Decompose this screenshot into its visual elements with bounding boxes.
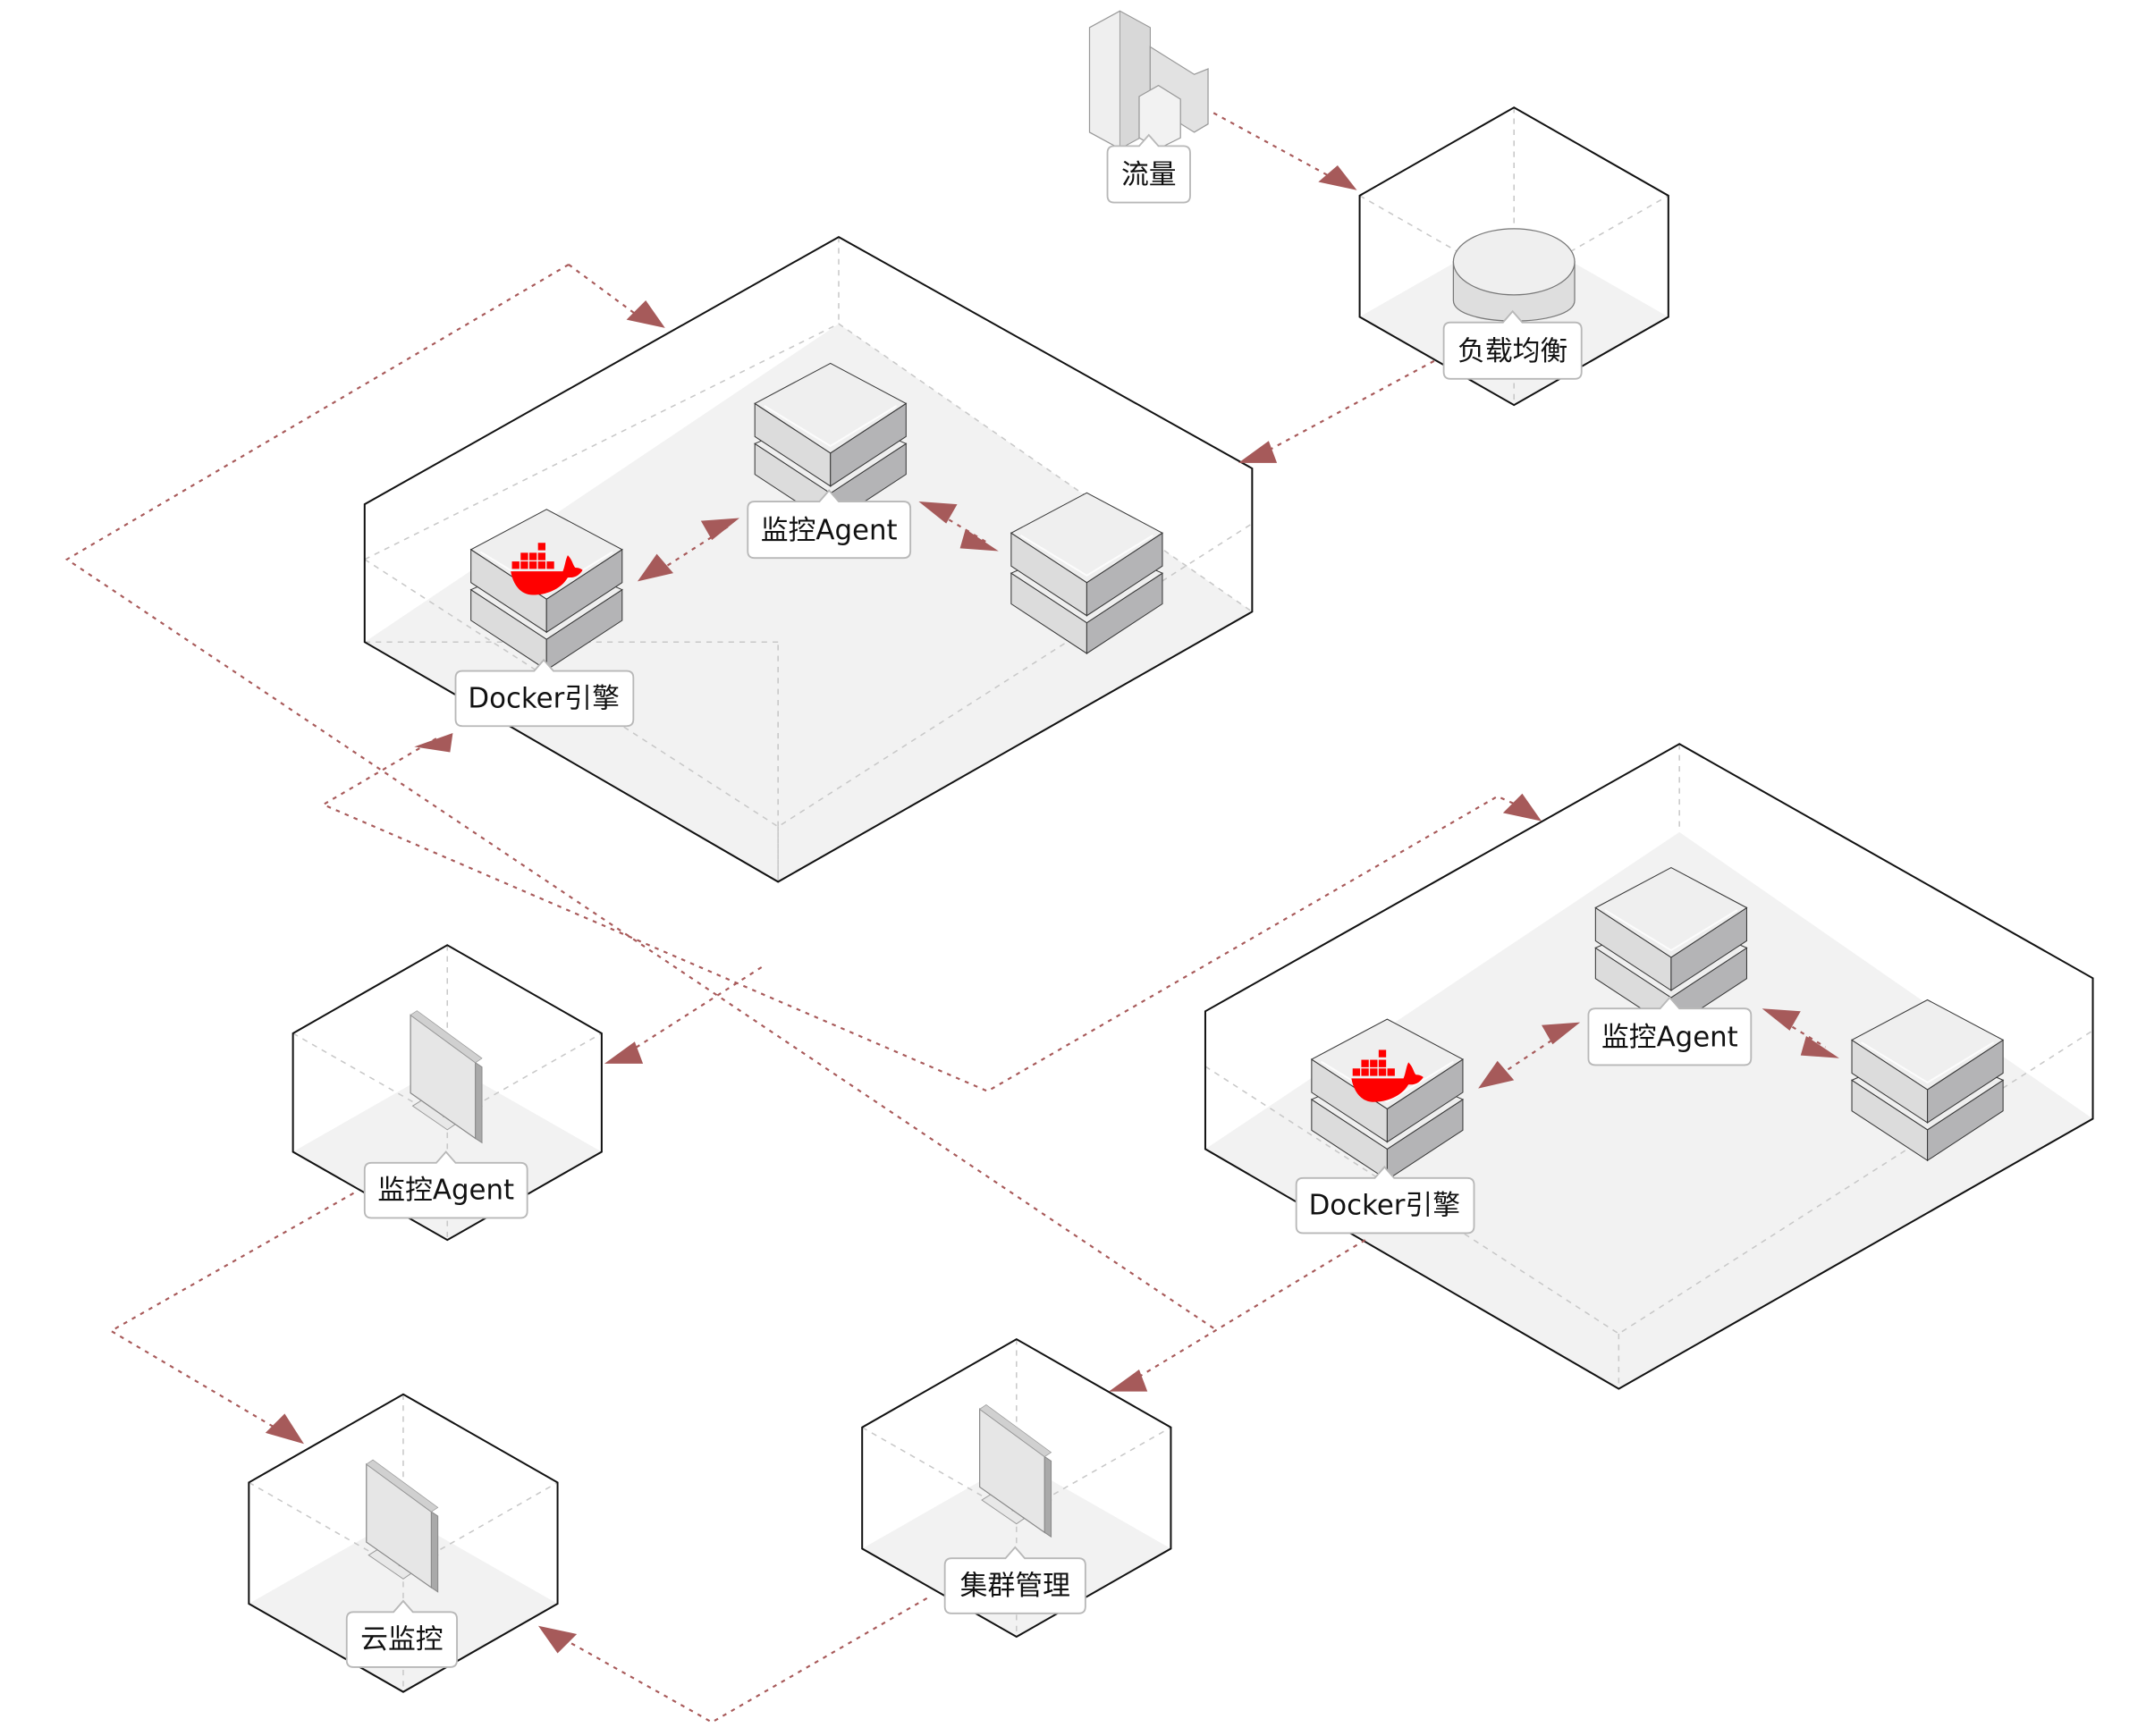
- arrowhead: [1800, 1036, 1839, 1058]
- arrowhead: [1109, 1369, 1148, 1392]
- label-load-balancer[interactable]: 负载均衡: [1442, 309, 1583, 380]
- arrowhead: [265, 1413, 304, 1445]
- label-host-agent[interactable]: 监控Agent: [363, 1150, 528, 1219]
- arrowhead: [1542, 1022, 1581, 1045]
- traffic-label: 流量: [1121, 159, 1177, 191]
- edge-lb-to-cluster1: [1260, 359, 1435, 456]
- label-c1-agent[interactable]: 监控Agent: [747, 489, 912, 560]
- arrowheads: [265, 164, 1839, 1654]
- cluster-2-container: [1204, 743, 2094, 1390]
- arrowhead: [1502, 793, 1542, 822]
- arrowhead: [1238, 441, 1278, 463]
- edge-host-to-cloud: [109, 1192, 354, 1431]
- label-traffic[interactable]: 流量: [1106, 133, 1191, 204]
- cluster-1-container: [363, 235, 1254, 883]
- c2-docker-label: Docker引擎: [1309, 1190, 1461, 1222]
- arrowhead: [918, 501, 958, 524]
- arrowhead: [626, 299, 665, 328]
- cluster-mgmt-label: 集群管理: [960, 1570, 1070, 1602]
- arrowhead: [1478, 1060, 1515, 1089]
- label-cloud-monitor[interactable]: 云监控: [345, 1599, 458, 1668]
- arrowhead: [537, 1625, 578, 1654]
- arrowhead: [604, 1041, 644, 1064]
- label-c2-agent[interactable]: 监控Agent: [1587, 996, 1753, 1066]
- edge-cluster2-to-mgmt: [1128, 1239, 1366, 1385]
- label-cluster-mgmt[interactable]: 集群管理: [943, 1546, 1086, 1614]
- load-balancer-disk-icon: [1452, 228, 1576, 322]
- edge-docker-to-cluster2: [321, 737, 1523, 1092]
- office-building-icon: [1088, 10, 1209, 150]
- arrowhead: [1318, 164, 1357, 190]
- flow-lines: [64, 112, 1827, 1723]
- arrowhead: [700, 518, 740, 541]
- edge-to-host-agent: [622, 966, 763, 1057]
- edge-traffic-to-lb: [1212, 112, 1336, 181]
- arrowhead: [959, 528, 999, 552]
- c1-agent-label: 监控Agent: [761, 514, 898, 546]
- edge-mgmt-to-cloud: [553, 1597, 928, 1723]
- label-c2-docker[interactable]: Docker引擎: [1295, 1166, 1475, 1235]
- arrowhead: [414, 732, 453, 753]
- edge-cluster1-loop: [64, 263, 1214, 1329]
- label-c1-docker[interactable]: Docker引擎: [454, 658, 635, 728]
- c2-agent-label: 监控Agent: [1601, 1022, 1738, 1054]
- cloud-monitor-label: 云监控: [360, 1623, 443, 1656]
- load-balancer-label: 负载均衡: [1457, 335, 1567, 367]
- arrowhead: [1762, 1008, 1801, 1031]
- c1-docker-label: Docker引擎: [468, 682, 620, 714]
- host-agent-label: 监控Agent: [377, 1175, 514, 1207]
- arrowhead: [637, 553, 674, 582]
